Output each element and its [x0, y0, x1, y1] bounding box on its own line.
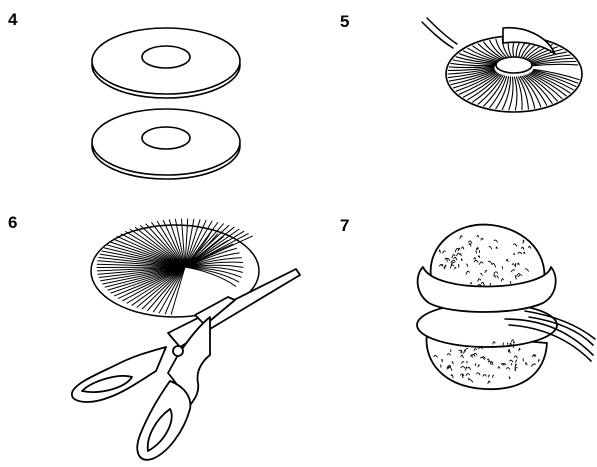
tied-pompom-illustration: [405, 215, 597, 395]
step-number-4: 4: [8, 10, 17, 30]
step-number-6: 6: [8, 213, 17, 233]
step-number-7: 7: [340, 216, 349, 236]
ring-hole: [496, 57, 532, 73]
top-ring: [92, 28, 240, 98]
yarn-tail: [422, 22, 453, 48]
step-number-5: 5: [340, 12, 349, 32]
cardboard-rings-illustration: [80, 15, 255, 185]
yarn-wraps: [446, 36, 582, 112]
bottom-ring: [92, 109, 240, 179]
cutting-yarn-illustration: [60, 205, 320, 465]
wrapped-rings-illustration: [415, 10, 595, 170]
